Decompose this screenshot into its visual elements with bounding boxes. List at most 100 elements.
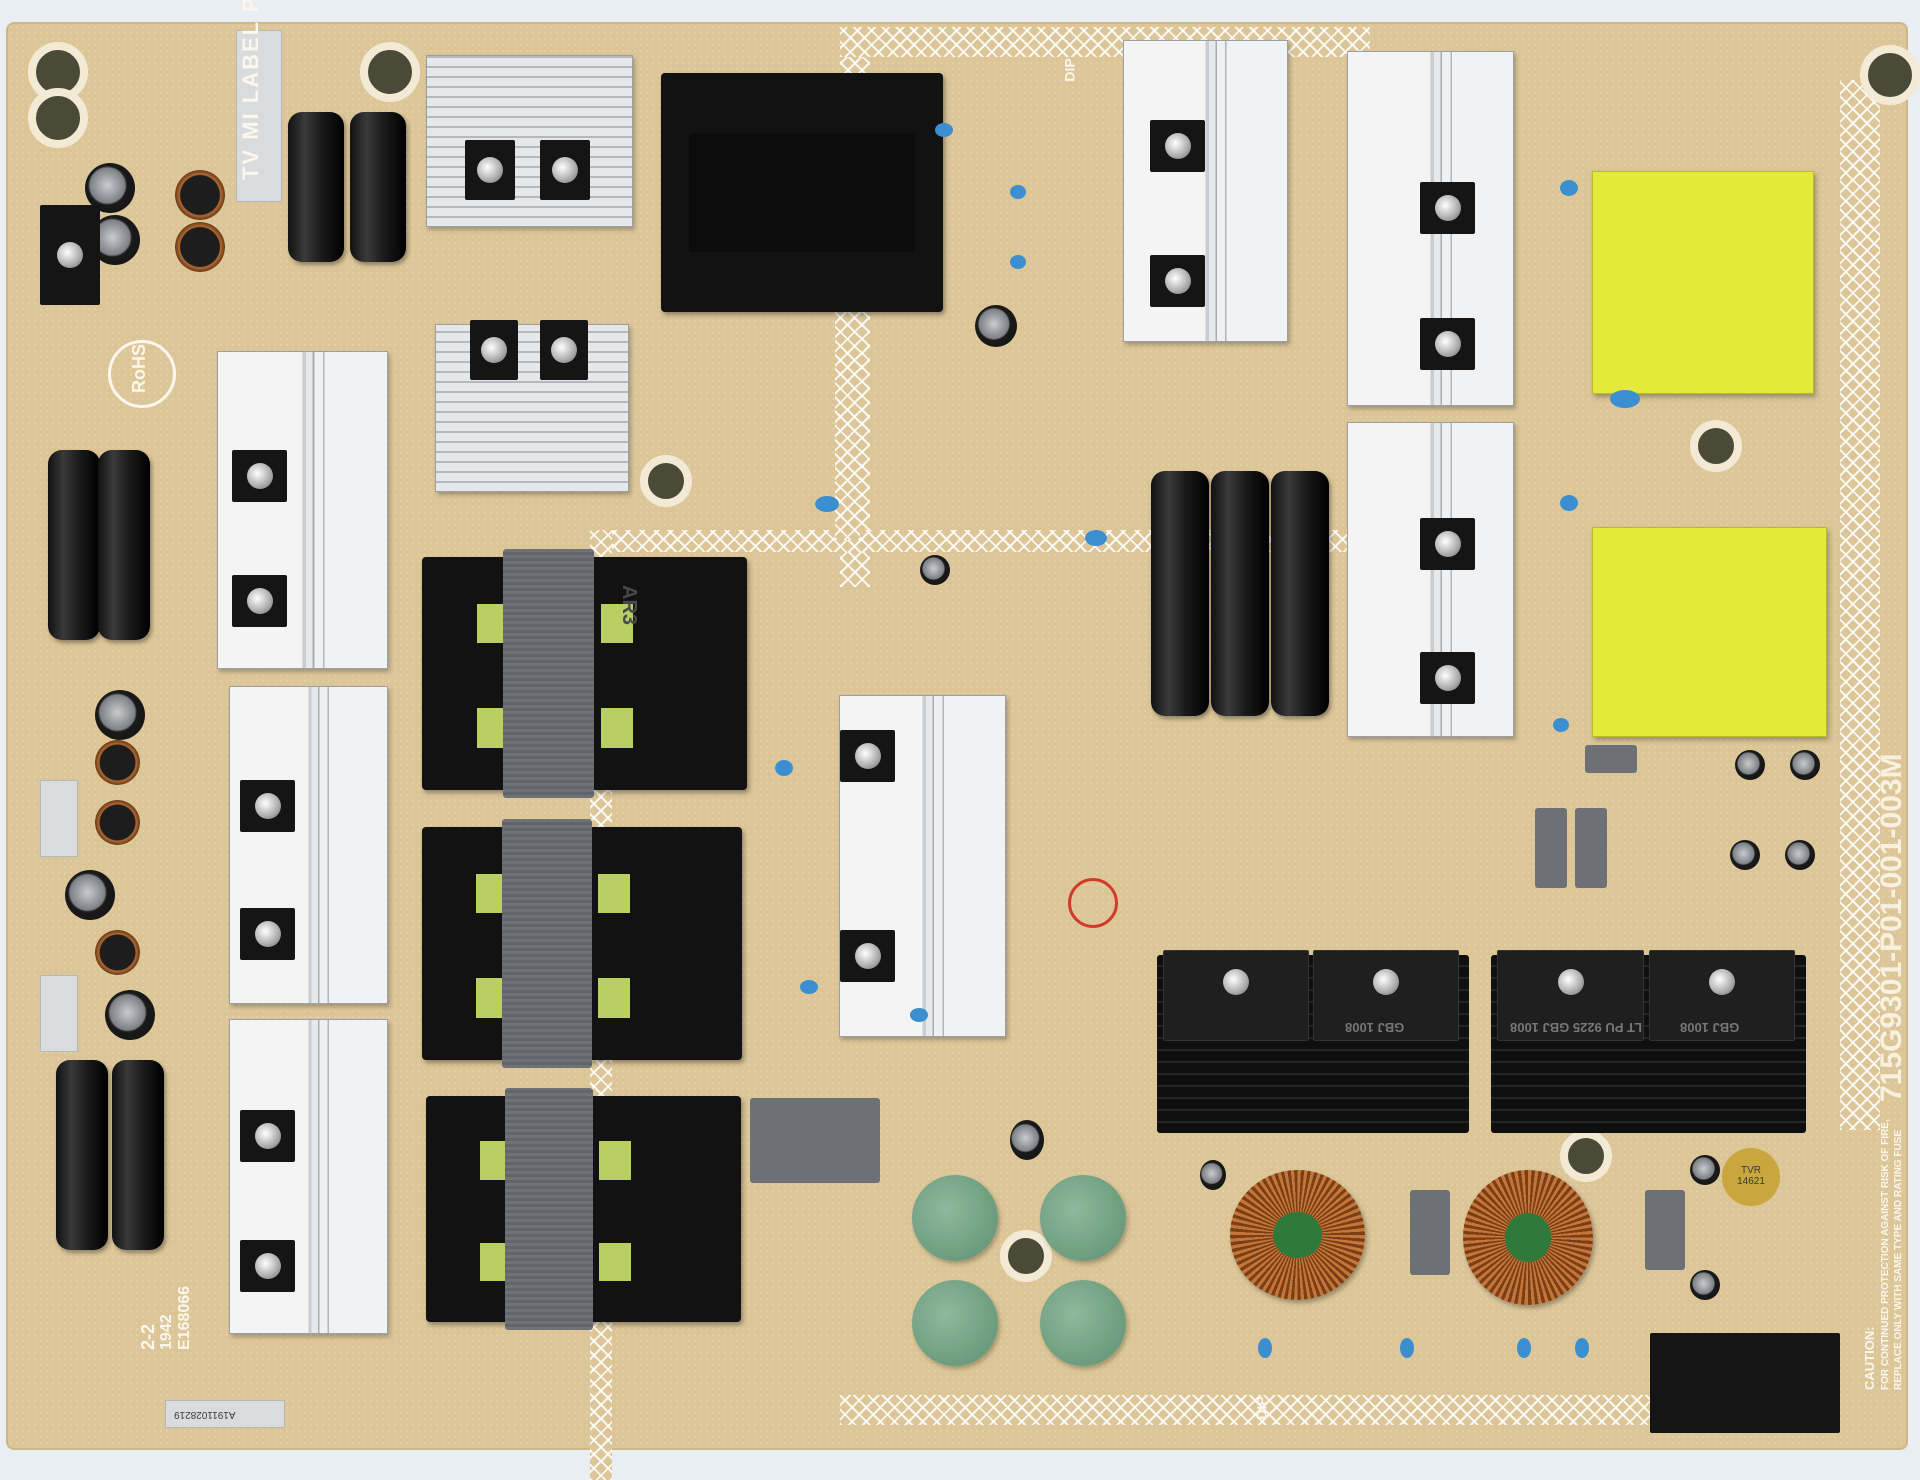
transformer-core xyxy=(502,819,592,1068)
varistor: TVR 14621 xyxy=(1722,1148,1780,1206)
bridge-rectifier xyxy=(1648,950,1796,1041)
transformer-tag-text: AR3 xyxy=(618,585,640,626)
electrolytic-capacitor xyxy=(1211,471,1269,716)
small-capacitor xyxy=(920,555,950,585)
screw-icon xyxy=(1164,268,1191,294)
ceramic-capacitor xyxy=(910,1008,928,1022)
date-code: 1942 xyxy=(158,1314,175,1350)
copper-clearance-area xyxy=(840,27,1370,57)
screw-icon xyxy=(1708,969,1735,996)
ceramic-capacitor xyxy=(1560,180,1578,196)
inductor xyxy=(175,222,225,272)
mosfet xyxy=(840,930,895,982)
screw-icon xyxy=(854,943,881,969)
electrolytic-capacitor xyxy=(1151,471,1209,716)
inductor xyxy=(95,930,140,975)
mounting-hole xyxy=(1690,420,1742,472)
film-capacitor xyxy=(1575,808,1607,888)
bridge-rectifier xyxy=(1313,950,1459,1041)
ceramic-capacitor xyxy=(1553,718,1569,732)
x-capacitor xyxy=(1410,1190,1450,1275)
thermistor xyxy=(912,1280,998,1366)
ceramic-capacitor xyxy=(1010,255,1026,269)
screw-icon xyxy=(57,242,83,268)
connector xyxy=(40,205,100,305)
insulation-tape xyxy=(599,1141,631,1180)
insulation-tape xyxy=(598,978,630,1019)
mosfet xyxy=(1420,318,1475,370)
copper-clearance-area xyxy=(1840,80,1880,1130)
bridge-label: GBJ 1008 xyxy=(1345,1020,1405,1035)
varistor-text: TVR 14621 xyxy=(1737,1165,1765,1187)
flyback-transformer xyxy=(661,73,943,312)
screw-icon xyxy=(254,1253,281,1279)
screw-icon xyxy=(477,157,503,183)
screw-icon xyxy=(1222,969,1249,996)
screw-icon xyxy=(254,793,281,819)
resistor xyxy=(1585,745,1637,773)
screw-icon xyxy=(1557,969,1584,996)
llc-transformer xyxy=(422,819,742,1068)
bridge-rectifier-heatsink xyxy=(1491,950,1806,1133)
ceramic-capacitor xyxy=(815,496,839,512)
small-capacitor xyxy=(65,870,115,920)
small-capacitor xyxy=(975,305,1017,347)
small-capacitor xyxy=(1690,1270,1720,1300)
thermistor xyxy=(1040,1280,1126,1366)
electrolytic-capacitor xyxy=(1271,471,1329,716)
ceramic-capacitor xyxy=(935,123,953,137)
common-mode-choke xyxy=(1463,1170,1593,1305)
transformer-core xyxy=(503,549,595,798)
connector xyxy=(40,780,78,857)
heatsink xyxy=(426,55,633,227)
screw-icon xyxy=(481,337,507,363)
inductor xyxy=(95,740,140,785)
screw-icon xyxy=(1372,969,1399,996)
inductor xyxy=(95,800,140,845)
mounting-hole xyxy=(640,455,692,507)
bridge-label: LT PU 9225 GBJ 1008 xyxy=(1510,1020,1642,1035)
thermistor xyxy=(1040,1175,1126,1261)
transformer-core xyxy=(689,132,915,253)
small-capacitor xyxy=(85,163,135,213)
small-capacitor xyxy=(1785,840,1815,870)
small-capacitor xyxy=(105,990,155,1040)
llc-transformer xyxy=(426,1088,741,1330)
caution-line-2: REPLACE ONLY WITH SAME TYPE AND RATING F… xyxy=(1893,1129,1904,1390)
heatsink xyxy=(435,324,629,492)
screw-icon xyxy=(1434,531,1461,557)
caution-title: CAUTION: xyxy=(1862,1326,1877,1390)
mosfet xyxy=(1150,120,1205,172)
standby-transformer xyxy=(1592,527,1827,737)
standby-transformer xyxy=(1592,171,1814,394)
caution-line-1: FOR CONTINUED PROTECTION AGAINST RISK OF… xyxy=(1880,1119,1891,1390)
mosfet xyxy=(232,450,287,502)
bridge-rectifier xyxy=(1163,950,1309,1041)
insulation-tape xyxy=(600,708,634,749)
screw-icon xyxy=(1434,665,1461,691)
mounting-hole xyxy=(1560,1130,1612,1182)
ul-mark: E168066 xyxy=(176,1285,193,1350)
ceramic-capacitor xyxy=(1610,390,1640,408)
rohs-logo: RoHS xyxy=(108,340,176,408)
mosfet xyxy=(540,320,588,380)
small-capacitor xyxy=(1735,750,1765,780)
serial-barcode-label: A1911028219 xyxy=(165,1400,285,1428)
electrolytic-capacitor xyxy=(98,450,150,640)
mosfet xyxy=(1420,182,1475,234)
ceramic-capacitor xyxy=(800,980,818,994)
ceramic-capacitor xyxy=(1400,1338,1414,1358)
screw-icon xyxy=(552,157,578,183)
label-position-text: TV MI LABEL POSITION xyxy=(238,0,263,180)
thermistor xyxy=(912,1175,998,1261)
electrolytic-capacitor xyxy=(56,1060,108,1250)
ceramic-capacitor xyxy=(1575,1338,1589,1358)
mosfet xyxy=(1420,518,1475,570)
insulation-tape xyxy=(600,603,634,644)
mosfet xyxy=(240,780,295,832)
dip-mark: DIP xyxy=(1061,58,1078,82)
barcode-label xyxy=(236,30,282,202)
screw-icon xyxy=(246,463,273,489)
screw-icon xyxy=(254,1123,281,1149)
bridge-rectifier xyxy=(1497,950,1645,1041)
